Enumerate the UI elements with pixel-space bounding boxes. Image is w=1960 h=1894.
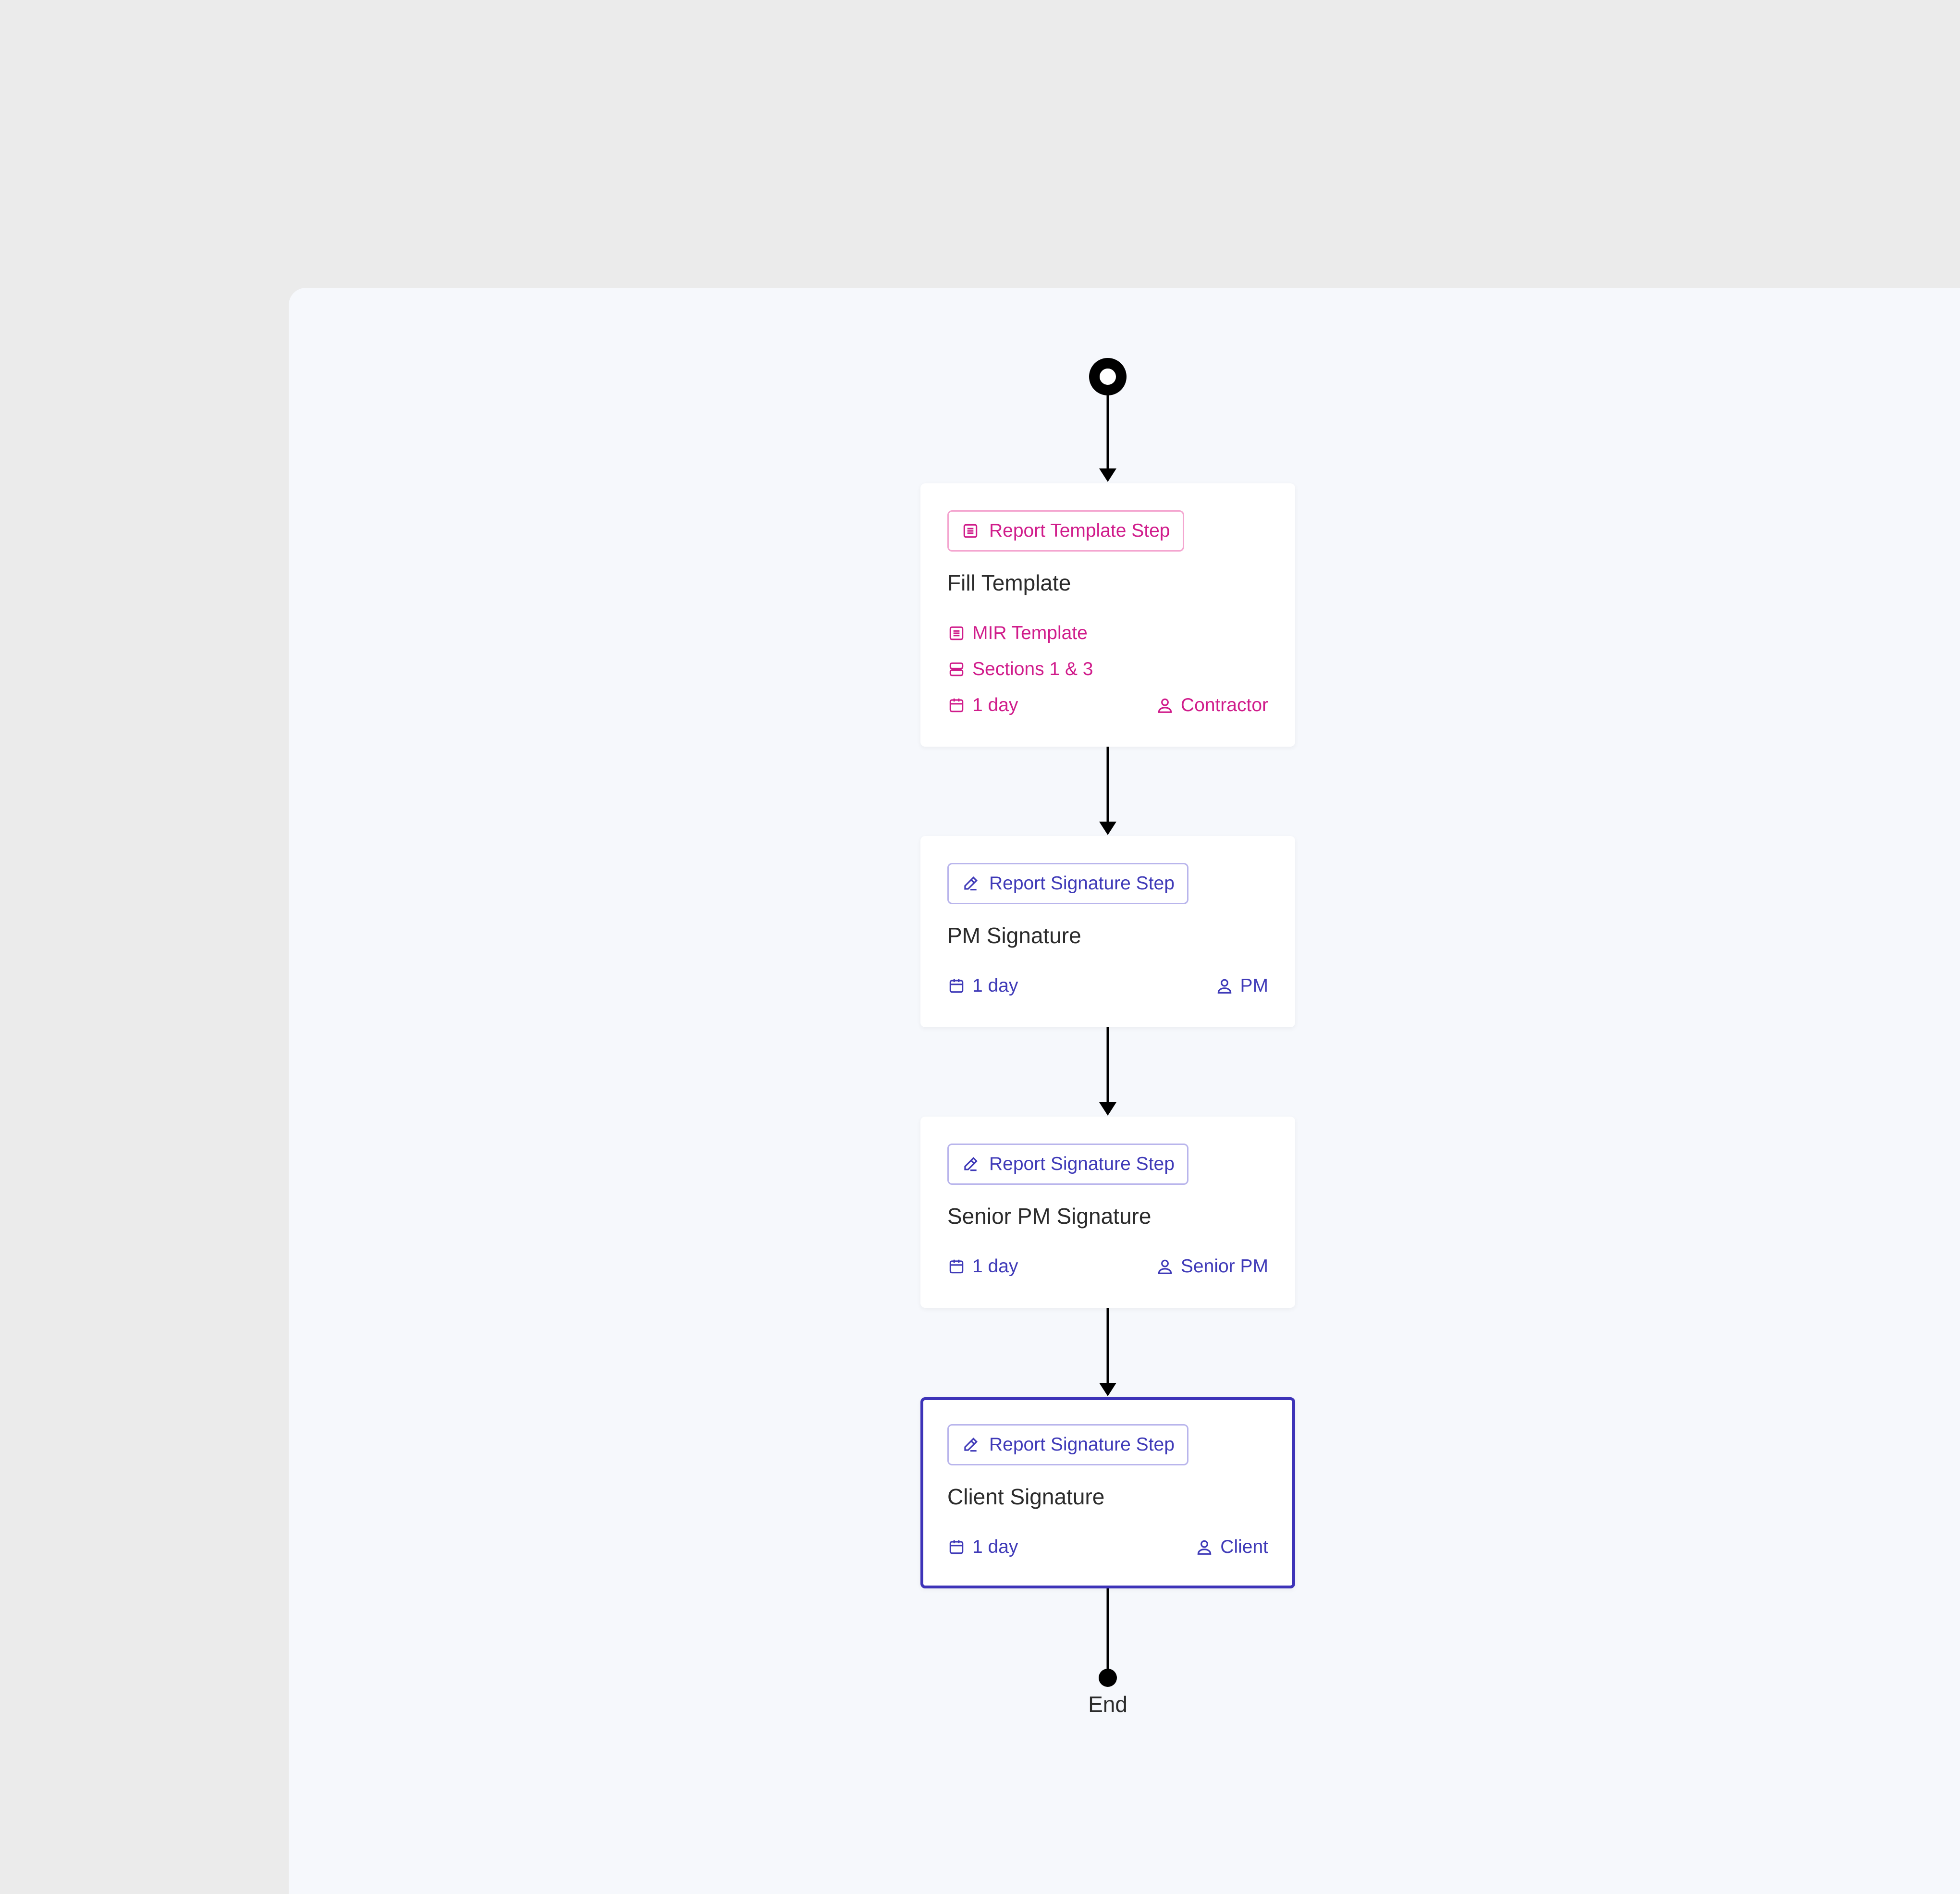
- step-duration-label: 1 day: [972, 1256, 1018, 1277]
- calendar-icon: [949, 979, 964, 993]
- list-icon: [963, 524, 978, 538]
- calendar-icon: [949, 1259, 964, 1274]
- step-type-badge: Report Signature Step: [947, 1144, 1188, 1185]
- pen-icon: [964, 1157, 978, 1171]
- step-sections: Sections 1 & 3: [947, 659, 1093, 680]
- step-card-senior-pm-signature[interactable]: Report Signature Step Senior PM Signatur…: [920, 1117, 1295, 1308]
- step-type-label: Report Signature Step: [989, 1154, 1175, 1174]
- user-icon: [1217, 979, 1231, 994]
- step-type-label: Report Signature Step: [989, 1434, 1175, 1455]
- step-duration: 1 day: [947, 1256, 1018, 1277]
- step-assignee: PM: [1215, 975, 1269, 996]
- step-duration-label: 1 day: [972, 975, 1018, 996]
- calendar-icon: [949, 698, 964, 713]
- step-duration: 1 day: [947, 975, 1018, 996]
- step-card-client-signature[interactable]: Report Signature Step Client Signature 1…: [920, 1397, 1295, 1588]
- step-duration: 1 day: [947, 1537, 1018, 1558]
- pen-icon: [964, 1438, 978, 1452]
- step-type-badge: Report Template Step: [947, 510, 1184, 552]
- step-type-label: Report Template Step: [989, 520, 1170, 541]
- step-sections-label: Sections 1 & 3: [972, 659, 1093, 679]
- step-assignee: Client: [1195, 1537, 1268, 1558]
- step-duration-label: 1 day: [972, 1537, 1018, 1557]
- user-icon: [1158, 698, 1172, 713]
- step-type-label: Report Signature Step: [989, 873, 1175, 894]
- step-assignee: Contractor: [1156, 695, 1268, 716]
- step-template-label: MIR Template: [972, 623, 1088, 643]
- end-label: End: [1088, 1692, 1127, 1717]
- step-title: Senior PM Signature: [947, 1204, 1152, 1229]
- step-card-pm-signature[interactable]: Report Signature Step PM Signature 1 day…: [920, 836, 1295, 1027]
- step-template: MIR Template: [947, 623, 1088, 644]
- step-type-badge: Report Signature Step: [947, 863, 1188, 904]
- step-assignee-label: Contractor: [1180, 695, 1268, 715]
- step-card-fill-template[interactable]: Report Template Step Fill Template MIR T…: [920, 483, 1295, 747]
- step-type-badge: Report Signature Step: [947, 1424, 1188, 1465]
- step-duration: 1 day: [947, 695, 1018, 716]
- list-icon: [949, 626, 964, 640]
- user-icon: [1198, 1540, 1212, 1555]
- step-title: Client Signature: [947, 1484, 1105, 1509]
- step-title: Fill Template: [947, 570, 1071, 595]
- step-assignee-label: Senior PM: [1180, 1256, 1268, 1277]
- step-assignee: Senior PM: [1156, 1256, 1268, 1277]
- step-title: PM Signature: [947, 923, 1081, 948]
- step-assignee-label: PM: [1240, 975, 1269, 996]
- pen-icon: [964, 876, 978, 891]
- calendar-icon: [949, 1540, 964, 1554]
- stack-icon: [949, 662, 964, 676]
- step-assignee-label: Client: [1220, 1537, 1268, 1557]
- step-duration-label: 1 day: [972, 695, 1018, 715]
- user-icon: [1158, 1259, 1172, 1274]
